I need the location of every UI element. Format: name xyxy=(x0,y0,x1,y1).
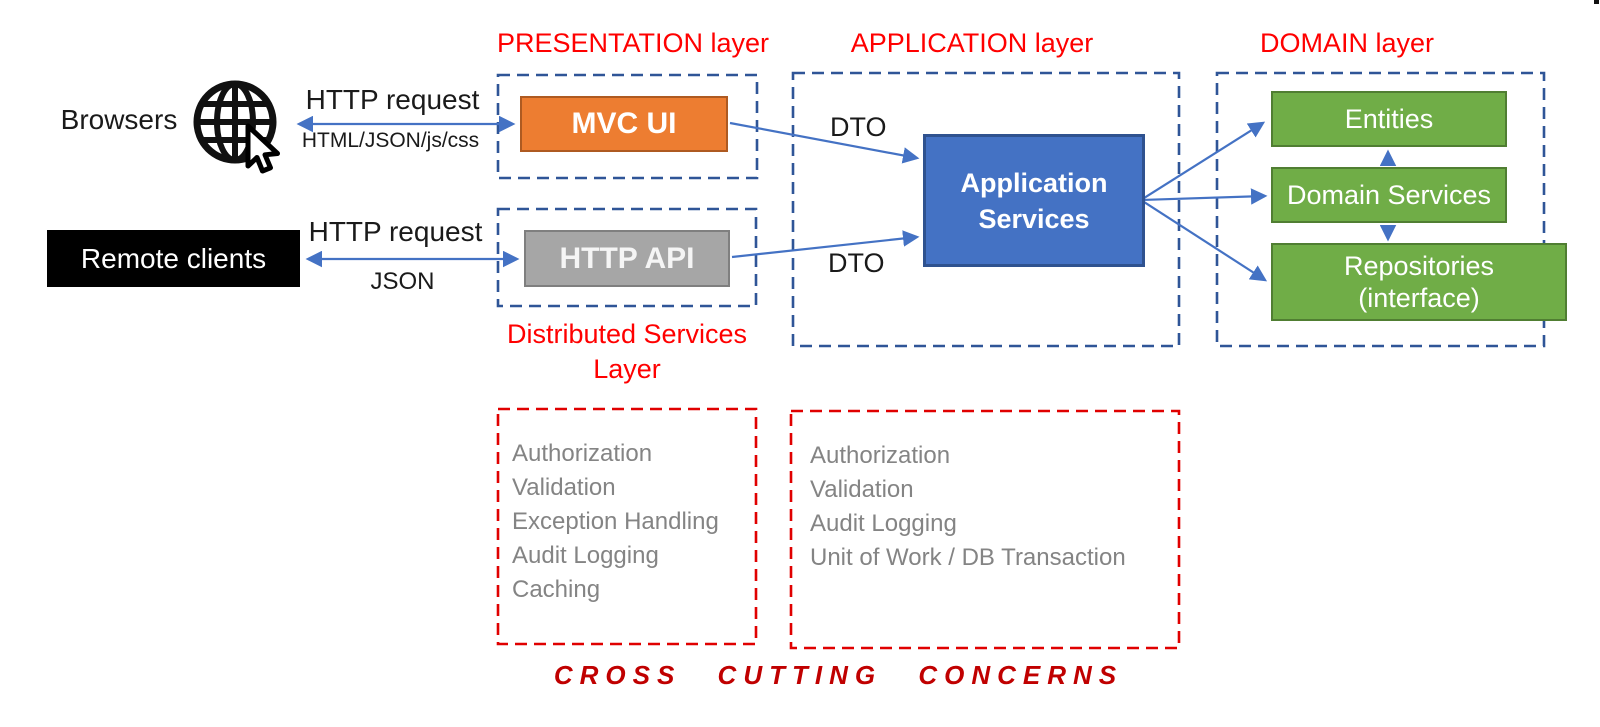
screen-artifact xyxy=(1594,0,1599,4)
http-api-box: HTTP API xyxy=(524,230,730,287)
list-item: Caching xyxy=(512,576,601,603)
list-item: Audit Logging xyxy=(810,510,957,537)
mvc-ui-box: MVC UI xyxy=(520,96,728,152)
entities-box: Entities xyxy=(1271,91,1507,147)
list-item: Exception Handling xyxy=(512,508,719,535)
distributed-services-title-line1: Distributed Services xyxy=(506,319,748,349)
browsers-label: Browsers xyxy=(60,104,178,135)
list-item: Validation xyxy=(512,474,616,501)
dto-label-bottom: DTO xyxy=(828,248,885,278)
arrow-appservices-entities xyxy=(1140,121,1266,201)
list-item: Authorization xyxy=(512,440,653,467)
presentation-layer-title: PRESENTATION layer xyxy=(497,28,770,58)
distributed-services-layer-title: Distributed Services Layer xyxy=(487,317,767,387)
browser-request-label: HTTP request xyxy=(305,84,480,115)
remote-request-label: HTTP request xyxy=(308,216,483,247)
remote-response-label: JSON xyxy=(370,268,435,295)
arrow-mvcui-appservices xyxy=(729,121,920,164)
list-item: Audit Logging xyxy=(512,542,659,569)
arrow-appservices-repositories xyxy=(1140,199,1268,282)
repositories-box: Repositories (interface) xyxy=(1271,243,1567,321)
distributed-services-title-line2: Layer xyxy=(593,354,661,384)
list-item: Validation xyxy=(810,476,914,503)
distributed-concerns-list: Authorization Validation Exception Handl… xyxy=(512,437,719,607)
remote-clients-box: Remote clients xyxy=(47,230,300,287)
arrow-appservices-domainservices xyxy=(1140,188,1268,205)
list-item: Authorization xyxy=(810,442,951,469)
application-services-box: Application Services xyxy=(923,134,1145,267)
domain-layer-title: DOMAIN layer xyxy=(1259,28,1435,58)
domain-services-box: Domain Services xyxy=(1271,167,1507,223)
list-item: Unit of Work / DB Transaction xyxy=(810,544,1126,571)
application-concerns-list: Authorization Validation Audit Logging U… xyxy=(810,439,1126,575)
globe-icon xyxy=(193,80,280,174)
browser-response-label: HTML/JSON/js/css xyxy=(301,129,480,152)
arrow-httpapi-appservices xyxy=(731,230,920,259)
application-layer-title: APPLICATION layer xyxy=(850,28,1094,58)
dto-label-top: DTO xyxy=(830,112,887,142)
cross-cutting-concerns-caption: CROSS CUTTING CONCERNS xyxy=(553,660,1124,690)
